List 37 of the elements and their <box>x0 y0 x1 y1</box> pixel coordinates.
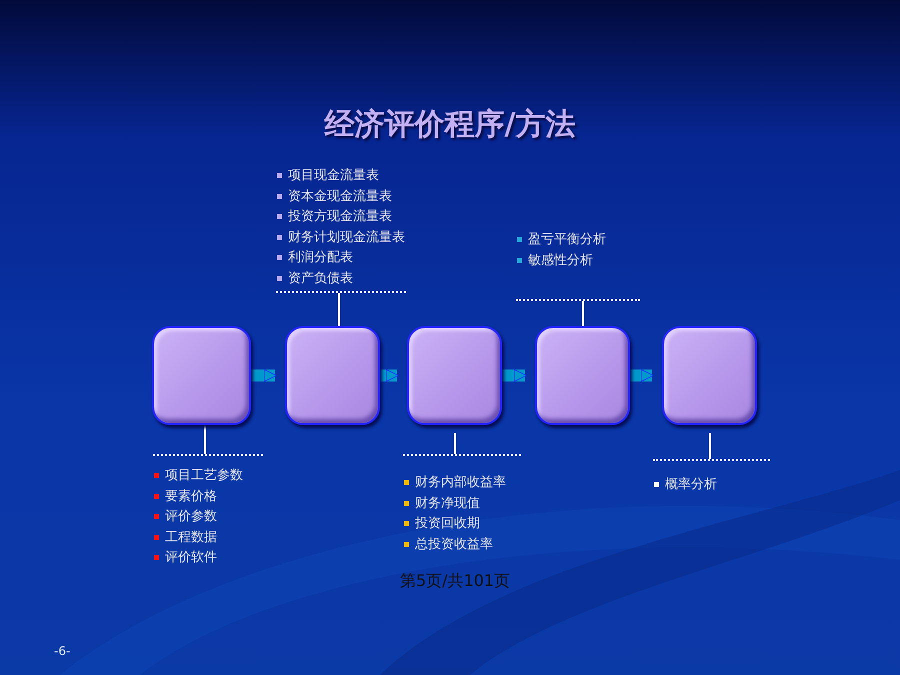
leader-line <box>709 433 711 459</box>
list-item: 投资回收期 <box>403 514 521 534</box>
title: 经济评价程序/方法 <box>323 106 576 144</box>
list-item: 评价参数 <box>153 507 263 528</box>
list-item: 项目现金流量表 <box>276 166 406 186</box>
process-box <box>662 326 757 425</box>
page-number: -6- <box>54 644 70 658</box>
bullet-list <box>516 230 640 301</box>
leader-line <box>338 293 340 326</box>
process-box <box>152 326 251 425</box>
list-item: 利润分配表 <box>276 248 406 268</box>
process-box <box>285 326 380 425</box>
leader-line <box>582 301 584 326</box>
list-item: 总投资收益率 <box>403 534 521 555</box>
list-item: 盈亏平衡分析 <box>516 230 640 250</box>
block-arrow <box>380 369 399 382</box>
list-item: 投资方现金流量表 <box>276 207 406 228</box>
list-item: 资产负债表 <box>276 268 406 289</box>
list-item: 概率分析 <box>653 475 770 496</box>
page-counter: 第5页/共101页 <box>400 571 510 592</box>
list-item: 要素价格 <box>153 486 263 507</box>
block-arrow <box>502 369 527 382</box>
process-box <box>407 326 502 425</box>
list-item: 财务净现值 <box>403 494 521 514</box>
list-item: 项目工艺参数 <box>153 466 263 486</box>
leader-line <box>204 425 206 454</box>
list-item: 财务计划现金流量表 <box>276 228 406 248</box>
list-item: 评价软件 <box>153 548 263 568</box>
block-arrow <box>630 369 654 382</box>
list-item: 资本金现金流量表 <box>276 186 406 207</box>
leader-line <box>454 433 456 454</box>
list-item: 敏感性分析 <box>516 250 640 271</box>
process-box <box>535 326 630 425</box>
block-arrow <box>251 369 277 382</box>
list-item: 财务内部收益率 <box>403 473 521 494</box>
bullet-list <box>276 166 406 293</box>
list-item: 工程数据 <box>153 528 263 548</box>
